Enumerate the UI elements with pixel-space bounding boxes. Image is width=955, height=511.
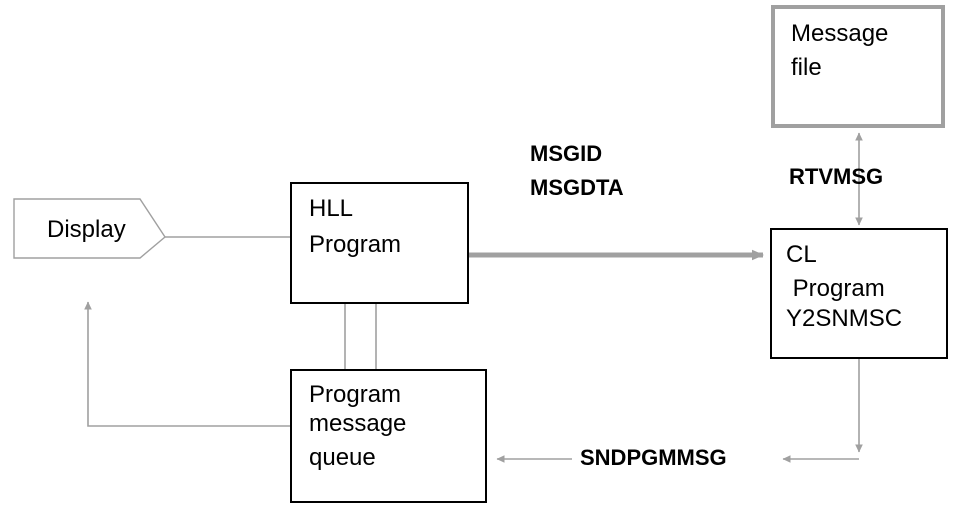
node-cl-program[interactable]: CL Program Y2SNMSC <box>770 228 948 359</box>
edge-label-msgdta: MSGDTA <box>530 175 624 200</box>
edge-queue-to-display <box>84 301 290 427</box>
node-message-file-line1: Message <box>791 20 889 47</box>
edge-label-rtvmsg: RTVMSG <box>789 164 884 189</box>
node-message-file[interactable]: Message file <box>771 5 945 128</box>
node-hll-program[interactable]: HLL Program <box>290 182 469 304</box>
node-program-message-queue[interactable]: Program message queue <box>290 369 487 503</box>
display-pentagon-outline <box>13 198 166 259</box>
node-cl-program-line1: CL <box>786 241 817 268</box>
node-display[interactable]: Display <box>14 199 165 259</box>
node-cl-program-line3: Y2SNMSC <box>786 305 903 332</box>
node-display-label: Display <box>47 216 126 243</box>
node-queue-line2: message <box>309 410 407 437</box>
node-queue-line1: Program <box>309 381 402 408</box>
edge-label-msgid: MSGID <box>530 141 603 166</box>
edge-label-sndpgmmsg: SNDPGMMSG <box>580 445 727 470</box>
node-queue-line3: queue <box>309 444 376 471</box>
node-hll-program-line1: HLL <box>309 195 354 222</box>
node-message-file-line2: file <box>791 54 822 81</box>
node-hll-program-line2: Program <box>309 231 402 258</box>
node-cl-program-line2: Program <box>786 275 885 302</box>
